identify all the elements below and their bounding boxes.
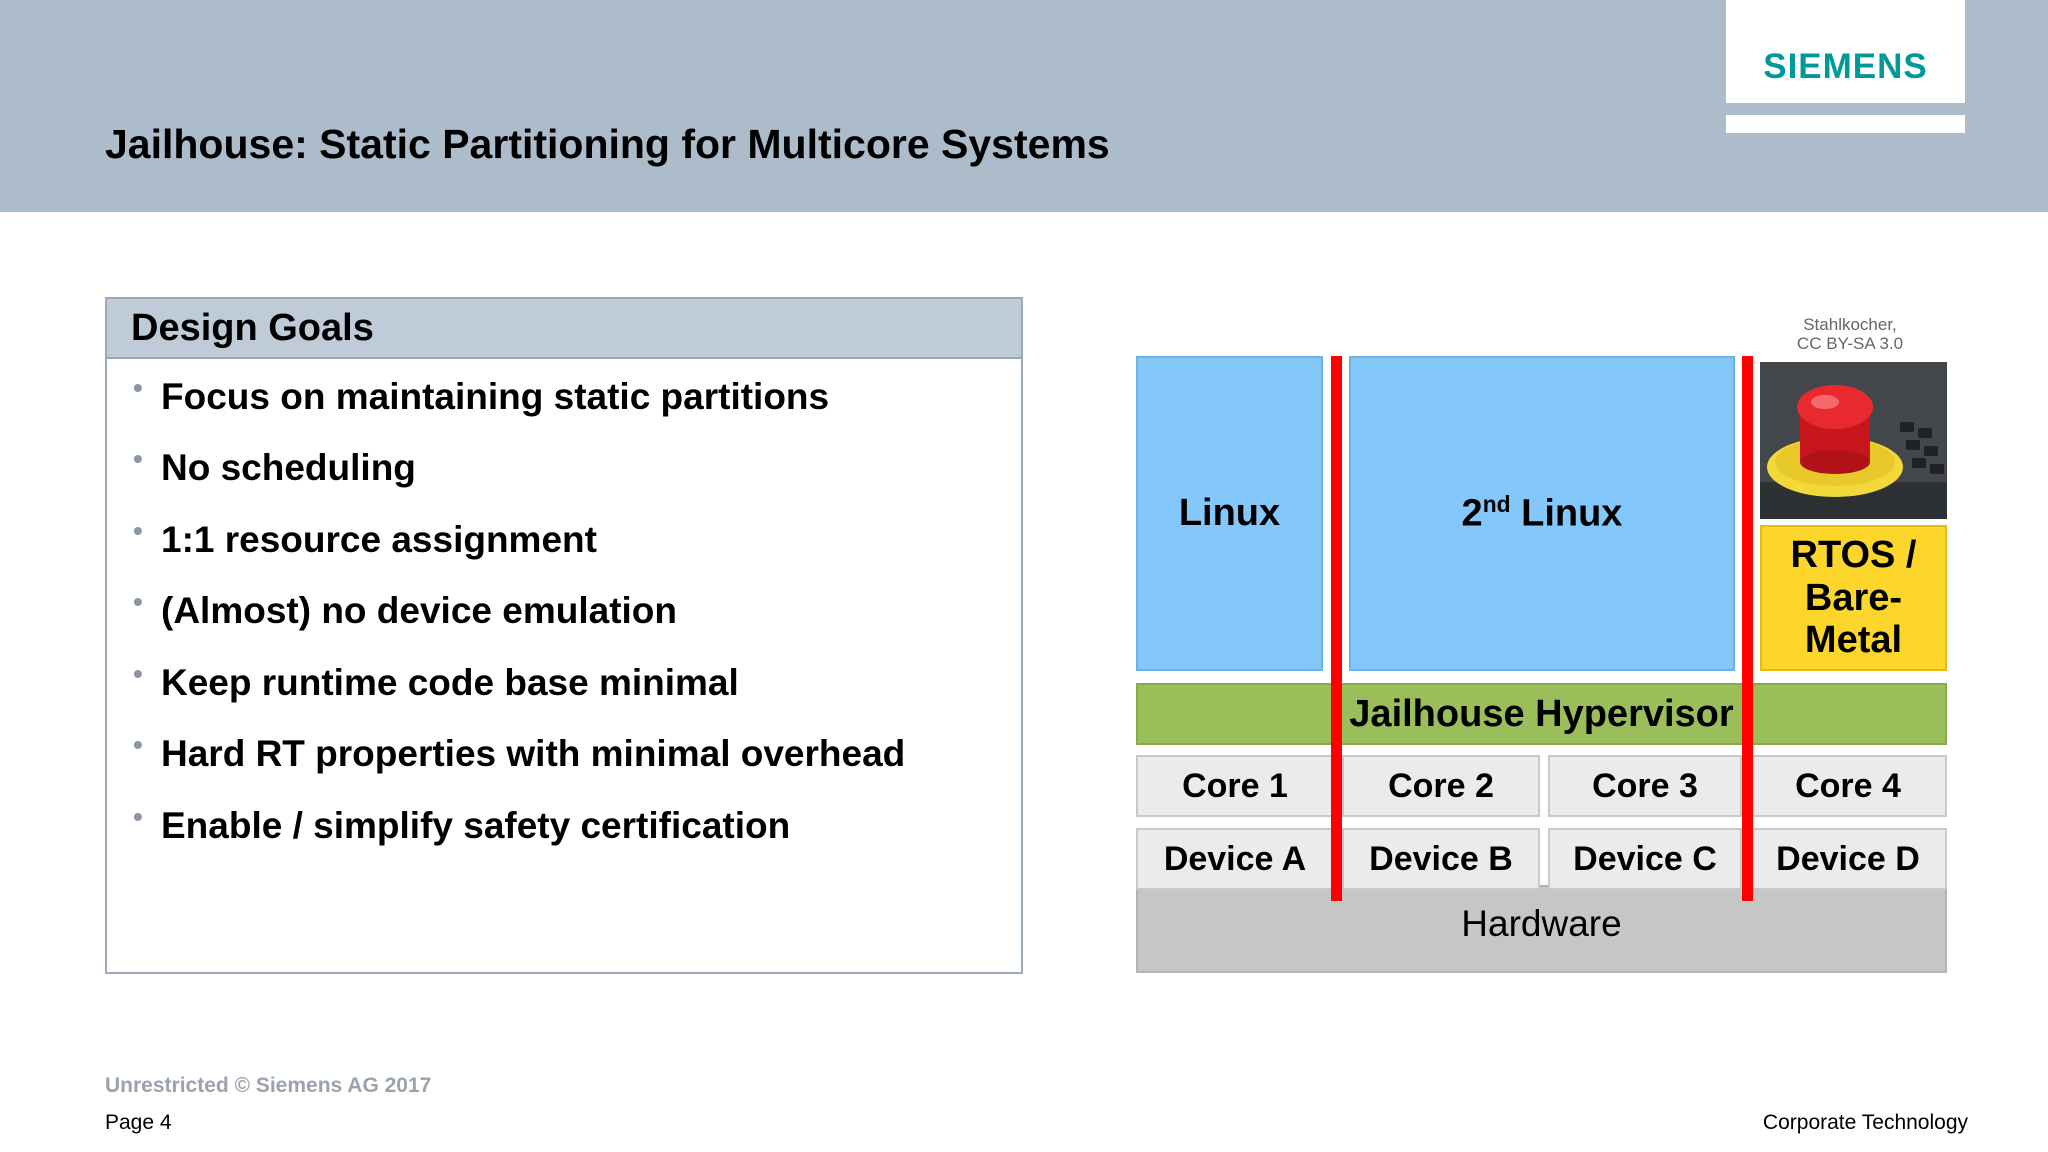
list-item: •1:1 resource assignment: [133, 515, 597, 560]
list-item: •(Almost) no device emulation: [133, 586, 678, 631]
hardware-layer: Hardware: [1136, 885, 1947, 973]
list-item: •Keep runtime code base minimal: [133, 658, 739, 703]
siemens-logo: SIEMENS: [1726, 0, 1965, 103]
device-cell: Device C: [1548, 828, 1742, 890]
list-item: •No scheduling: [133, 443, 416, 488]
footer-classification: Unrestricted © Siemens AG 2017: [105, 1074, 432, 1097]
jailhouse-hypervisor-layer: Jailhouse Hypervisor: [1136, 683, 1947, 745]
siemens-logo-text: SIEMENS: [1763, 46, 1928, 86]
device-cell: Device A: [1136, 828, 1334, 890]
slide-title: Jailhouse: Static Partitioning for Multi…: [105, 121, 1110, 167]
list-item: •Enable / simplify safety certification: [133, 801, 791, 846]
core-cell: Core 3: [1548, 755, 1742, 817]
emergency-stop-photo: [1760, 362, 1947, 519]
design-goals-heading: Design Goals: [107, 299, 1021, 359]
bullet-icon: •: [133, 586, 143, 617]
second-linux-partition: 2nd Linux: [1349, 356, 1735, 671]
partition-separator-left: [1331, 356, 1342, 901]
partition-separator-right: [1742, 356, 1753, 901]
bullet-icon: •: [133, 515, 143, 546]
linux-partition: Linux: [1136, 356, 1323, 671]
core-cell: Core 1: [1136, 755, 1334, 817]
logo-strip: [1726, 115, 1965, 133]
device-cell: Device B: [1342, 828, 1540, 890]
list-item: •Focus on maintaining static partitions: [133, 372, 830, 417]
rtos-partition: RTOS / Bare- Metal: [1760, 525, 1947, 671]
bullet-icon: •: [133, 658, 143, 689]
bullet-icon: •: [133, 729, 143, 760]
bullet-icon: •: [133, 801, 143, 832]
slide-header: [0, 0, 2048, 212]
design-goals-box: Design Goals •Focus on maintaining stati…: [105, 297, 1023, 974]
photo-credit: Stahlkocher, CC BY-SA 3.0: [1796, 315, 1904, 353]
core-cell: Core 4: [1749, 755, 1947, 817]
bullet-icon: •: [133, 443, 143, 474]
core-cell: Core 2: [1342, 755, 1540, 817]
emergency-stop-button-icon: [1760, 362, 1947, 519]
footer-department: Corporate Technology: [1762, 1111, 1968, 1134]
footer-page-number: Page 4: [105, 1111, 172, 1134]
list-item: •Hard RT properties with minimal overhea…: [133, 729, 906, 774]
second-linux-label: 2nd Linux: [1461, 491, 1623, 535]
device-cell: Device D: [1749, 828, 1947, 890]
bullet-icon: •: [133, 372, 143, 403]
